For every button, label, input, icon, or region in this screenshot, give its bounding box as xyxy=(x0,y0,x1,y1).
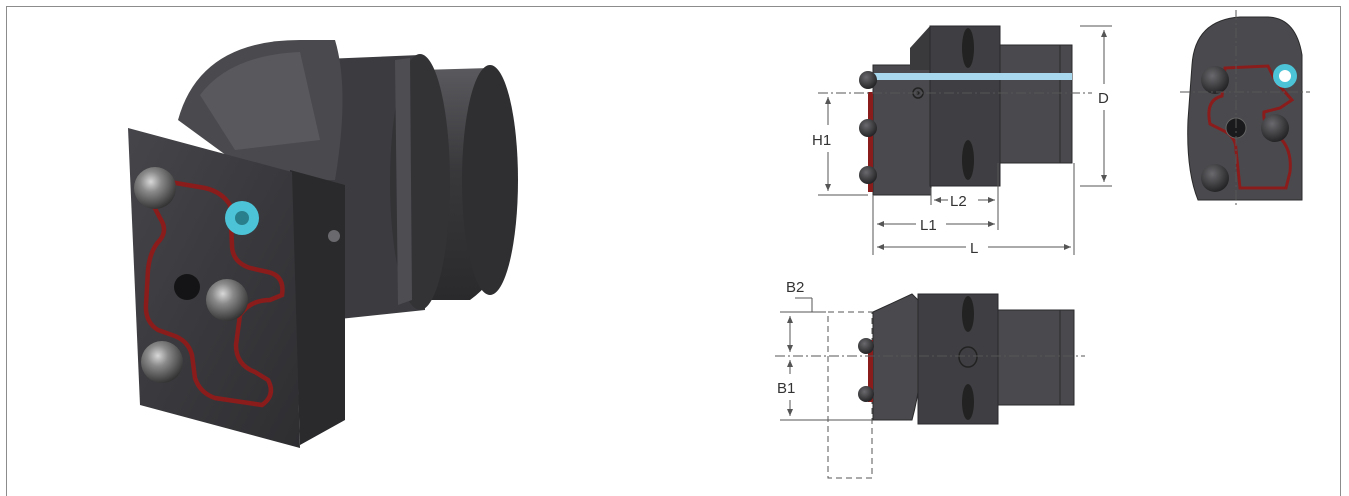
dimension-label-b2: B2 xyxy=(786,279,804,296)
top-view-dimensions xyxy=(775,297,1085,421)
screw-icon xyxy=(206,279,248,321)
tool-holder-photo-icon xyxy=(128,40,518,448)
dimension-label-l: L xyxy=(970,240,978,257)
dimension-label-l1: L1 xyxy=(920,217,937,234)
dimension-label-l2: L2 xyxy=(950,193,967,210)
figure-frame xyxy=(6,6,1341,496)
top-view-drawing-icon xyxy=(827,293,1075,479)
dimension-label-d: D xyxy=(1098,90,1109,107)
screw-icon xyxy=(134,167,176,209)
dimension-label-h1: H1 xyxy=(812,132,831,149)
screw-icon xyxy=(141,341,183,383)
side-view-drawing-icon xyxy=(859,25,1073,196)
side-view-dimensions xyxy=(818,25,1112,255)
dimension-label-b1: B1 xyxy=(777,380,795,397)
front-view-drawing-icon xyxy=(1180,10,1310,205)
